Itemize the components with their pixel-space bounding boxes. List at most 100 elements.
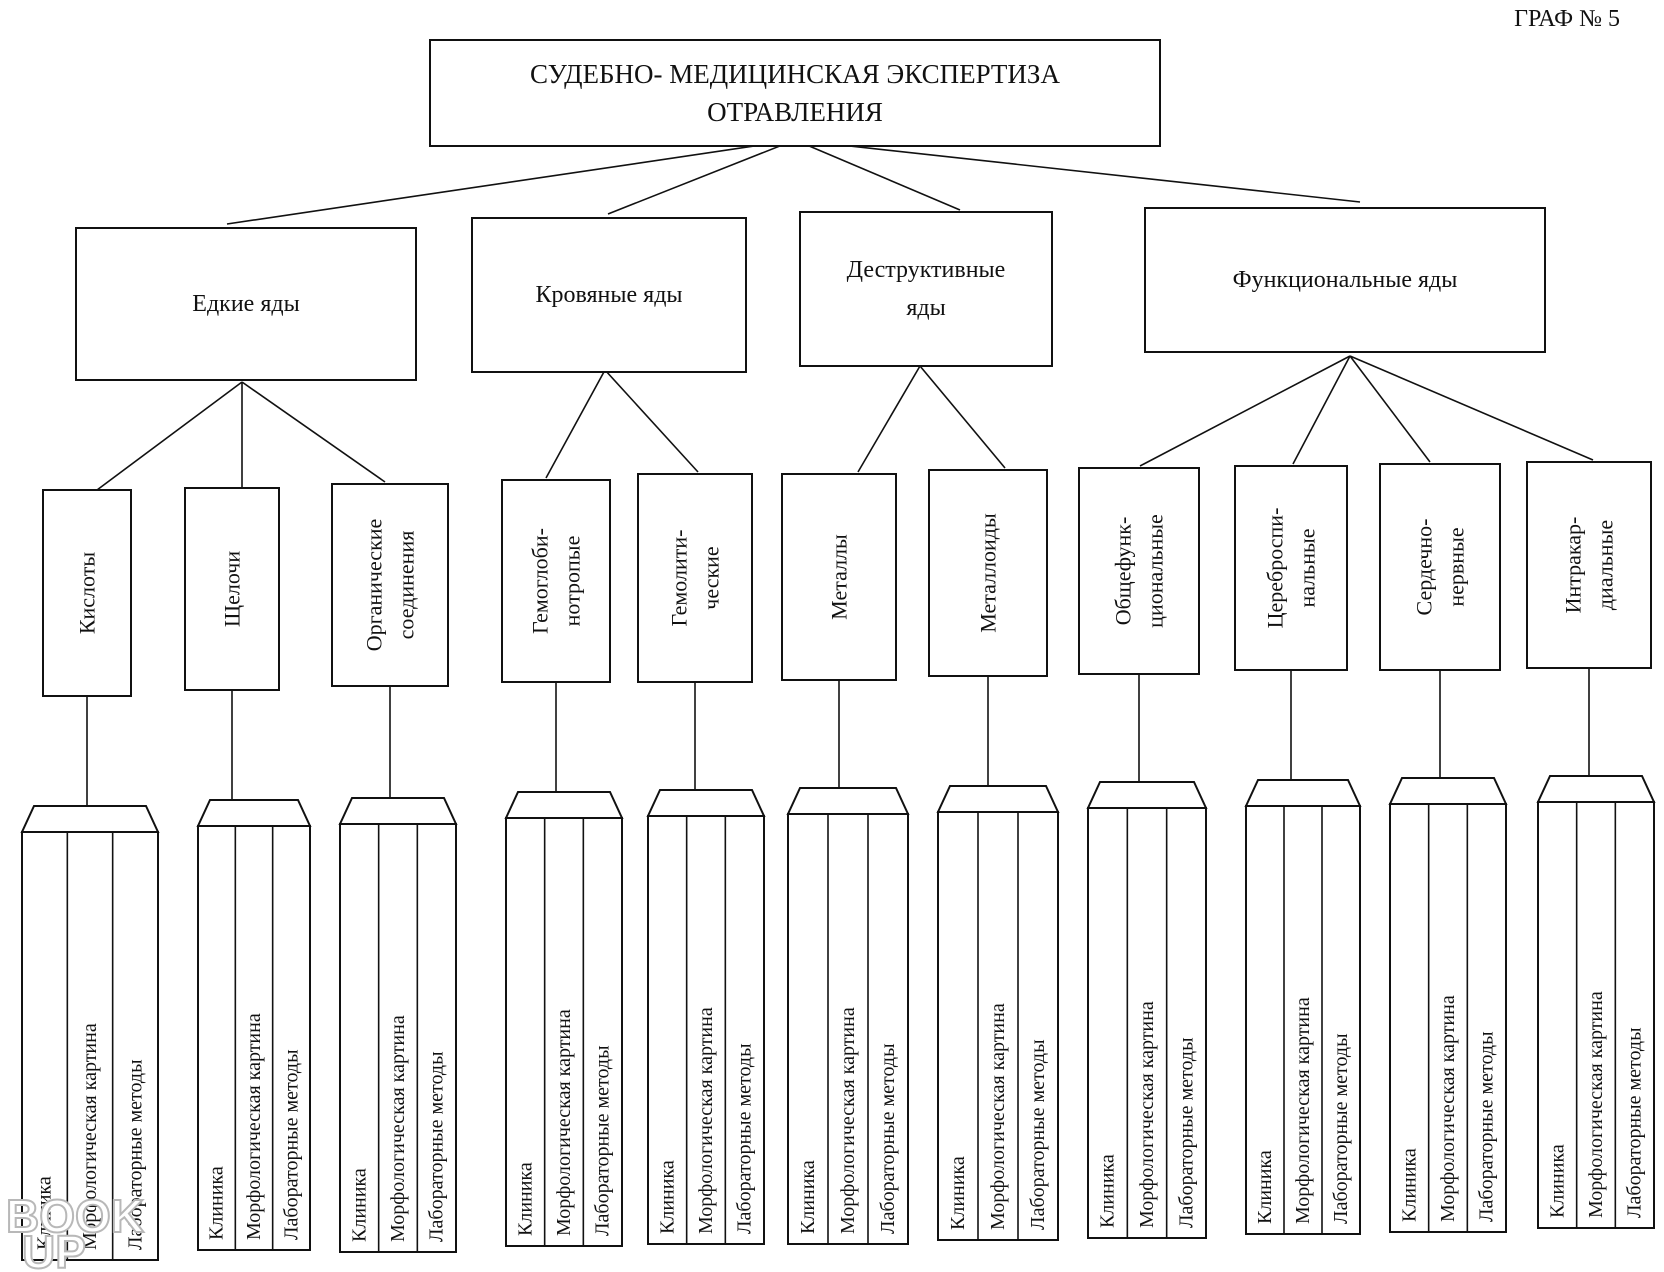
methods-box-frame: [1245, 805, 1361, 1235]
methods-column-label: Морфологическая картина: [1437, 995, 1459, 1222]
category-to-subcategory-line: [857, 365, 921, 473]
methods-column-label: Лабораторные методы: [124, 1059, 146, 1250]
category-box-frame: [75, 227, 417, 381]
subcategory-box: Сердечно-нервные: [1379, 463, 1501, 671]
category-to-subcategory-line: [241, 381, 386, 483]
subcategory-box-label-line: соединения: [394, 531, 419, 640]
category-to-subcategory-line: [545, 369, 606, 479]
methods-box-cap: [786, 787, 910, 815]
subcategory-box: Металлы: [781, 473, 897, 681]
methods-box-frame: [787, 813, 909, 1245]
methods-column-label: Клиника: [514, 1162, 536, 1236]
subcategory-box: Органические соединения: [331, 483, 449, 687]
category-to-subcategory-line: [1292, 355, 1351, 465]
methods-column-label: Клиника: [1546, 1144, 1568, 1218]
methods-column-label: Клиника: [206, 1166, 228, 1240]
methods-box-cap: [504, 791, 624, 819]
methods-column-label: Морфологическая картина: [1136, 1001, 1158, 1228]
methods-box-cap: [646, 789, 766, 817]
root-box-label-line: СУДЕБНО- МЕДИЦИНСКАЯ ЭКСПЕРТИЗА: [530, 59, 1060, 89]
methods-box-cap: [338, 797, 458, 825]
subcategory-box-label-line: Сердечно-: [1412, 519, 1437, 616]
subcategory-box: Кислоты: [42, 489, 132, 697]
subcategory-box-label-line: Кислоты: [75, 552, 100, 635]
category-to-subcategory-line: [919, 365, 1006, 469]
subcategory-box: Цереброспи-нальные: [1234, 465, 1348, 671]
category-box: Едкие яды: [75, 227, 417, 381]
methods-box-frame: [647, 815, 765, 1245]
methods-column-label: Морфологическая картина: [695, 1007, 717, 1234]
subcategory-box: Интракар-диальные: [1526, 461, 1652, 669]
category-box-label-line: яды: [906, 295, 945, 321]
methods-column-label: Лабораторные методы: [426, 1051, 448, 1242]
methods-column-label: Клиника: [797, 1160, 819, 1234]
methods-box-frame: [1537, 801, 1655, 1229]
methods-column-label: Морфологическая картина: [1292, 997, 1314, 1224]
subcategory-box-label-line: нервные: [1444, 527, 1469, 606]
methods-column-label: Морфологическая картина: [243, 1013, 265, 1240]
subcategory-box: Общефунк-циональные: [1078, 467, 1200, 675]
methods-column-label: Лабораторные методы: [1175, 1037, 1197, 1228]
subcategory-box-label-line: Интракар-: [1561, 517, 1586, 614]
methods-column-label: Клиника: [1254, 1150, 1276, 1224]
root-to-category-line: [226, 139, 796, 225]
methods-column-label: Клиника: [656, 1160, 678, 1234]
methods-box-cap: [1086, 781, 1208, 809]
methods-column-label: Морфологическая картина: [79, 1023, 101, 1250]
methods-box-frame: [197, 825, 311, 1251]
category-box: Функциональные яды: [1144, 207, 1546, 353]
methods-box: Клиника Морфологическая картина Лабораторн…: [196, 799, 312, 1251]
subcategory-box-frame: [1078, 467, 1200, 675]
subcategory-box-label-line: нальные: [1295, 528, 1320, 607]
category-to-subcategory-line: [1139, 355, 1351, 467]
methods-box-cap: [196, 799, 312, 827]
methods-column-label: Лабораторные методы: [280, 1049, 302, 1240]
subcategory-box-frame: [501, 479, 611, 683]
methods-box-frame: [21, 831, 159, 1261]
subcategory-box-frame: [184, 487, 280, 691]
methods-column-label: Лабораторные методы: [592, 1045, 614, 1236]
methods-box: Клиника Морфологическая картина Лабораторн…: [20, 805, 160, 1261]
methods-box-frame: [1087, 807, 1207, 1239]
methods-column-label: Клиника: [348, 1168, 370, 1242]
subcategory-box-label-line: Гемоглоби-: [528, 528, 553, 634]
methods-box-frame: [1389, 803, 1507, 1233]
category-to-subcategory-line: [604, 369, 699, 473]
subcategory-box-label-line: Органические: [362, 519, 387, 652]
category-box-label-line: Функциональные яды: [1233, 267, 1458, 293]
subcategory-box-label-line: Металлоиды: [976, 513, 1001, 633]
methods-box-cap: [20, 805, 160, 833]
connector-lines: [86, 139, 1594, 806]
root-to-category-line: [794, 139, 1361, 203]
methods-box-cap: [1388, 777, 1508, 805]
category-box: Кровяные яды: [471, 217, 747, 373]
subcategory-box-frame: [1379, 463, 1501, 671]
watermark-text-line: BOOK: [6, 1190, 144, 1242]
subcategory-box: Гемолити-ческие: [637, 473, 753, 683]
category-box: Деструктивные яды: [799, 211, 1053, 367]
category-box-label-line: Деструктивные: [847, 257, 1006, 283]
subcategory-box-label-line: нотропые: [560, 536, 585, 627]
category-box-frame: [471, 217, 747, 373]
methods-column-label: Лабораторные методы: [877, 1043, 899, 1234]
methods-box-cap: [1244, 779, 1362, 807]
subcategory-box-frame: [781, 473, 897, 681]
subcategory-box-frame: [1526, 461, 1652, 669]
methods-column-label: Клиника: [1398, 1148, 1420, 1222]
subcategory-box-label-line: Гемолити-: [667, 530, 692, 627]
category-box-frame: [1144, 207, 1546, 353]
subcategory-box-label-line: ческие: [699, 546, 724, 609]
subcategory-box-label-line: Цереброспи-: [1263, 508, 1288, 629]
category-box-label-line: Кровяные яды: [535, 282, 682, 308]
methods-box-frame: [937, 811, 1059, 1241]
methods-column-label: Клиника: [947, 1156, 969, 1230]
methods-column-label: Морфологическая картина: [987, 1003, 1009, 1230]
methods-column-label: Лабораторные методы: [1476, 1031, 1498, 1222]
methods-column-label: Лабораторные методы: [734, 1043, 756, 1234]
methods-column-label: Клиника: [34, 1176, 56, 1250]
